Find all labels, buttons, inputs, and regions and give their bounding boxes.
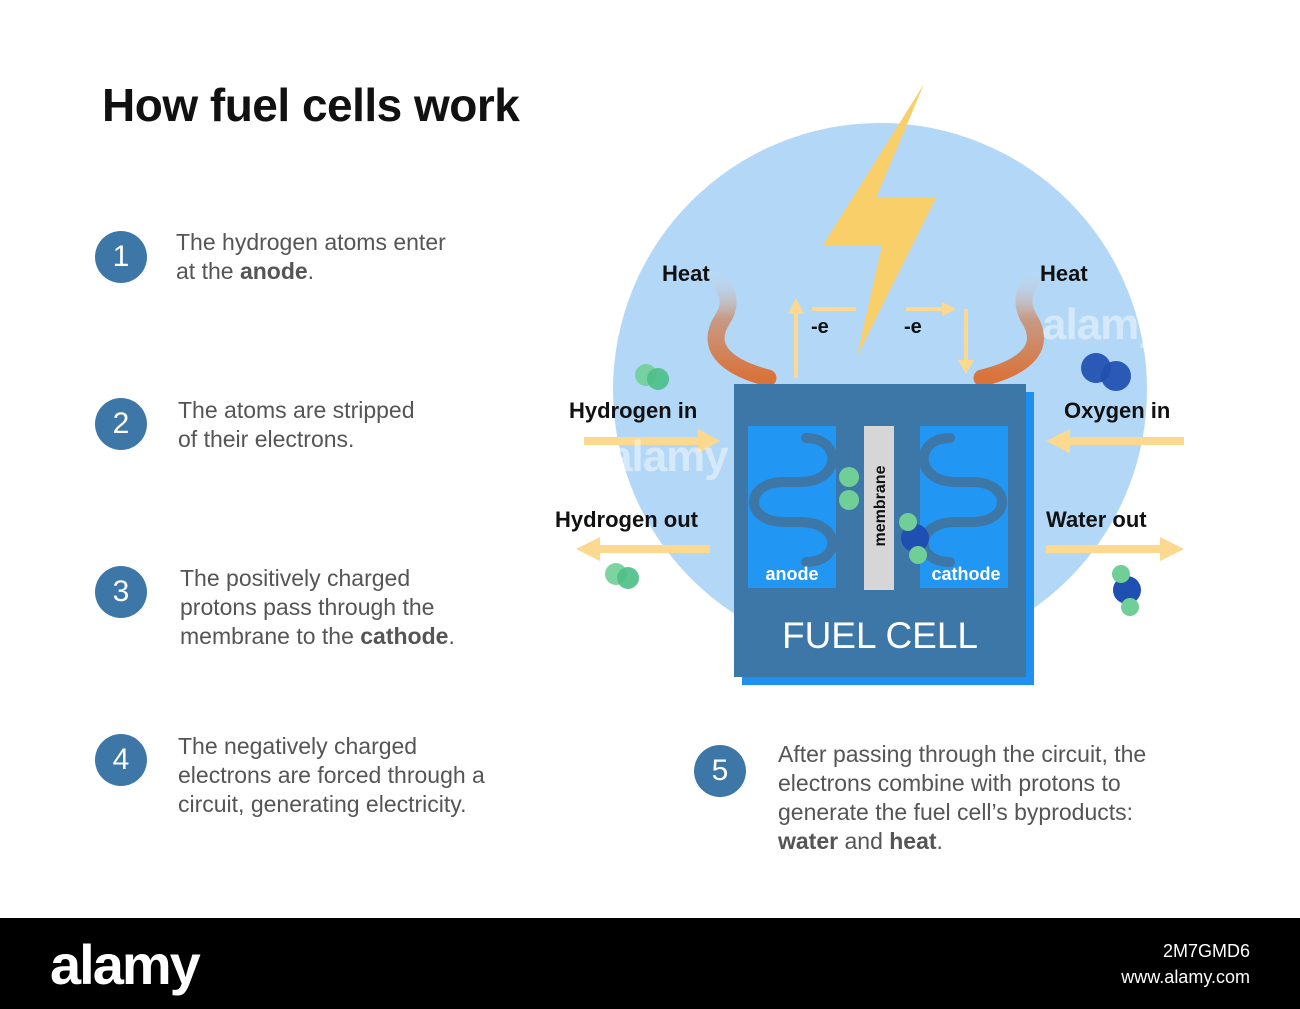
hydrogen-in-arrow-icon (584, 429, 720, 453)
step-2-badge: 2 (95, 398, 147, 450)
hydrogen-molecule-icon (635, 364, 669, 390)
step-4-line: circuit, generating electricity. (178, 791, 467, 817)
watermark: alamy (608, 432, 729, 481)
brand-logo: alamy (50, 933, 201, 996)
image-info: 2M7GMD6 www.alamy.com (1121, 938, 1250, 990)
step-1-text: The hydrogen atoms enter at the anode. (176, 228, 576, 286)
step-1-bold: anode (239, 258, 308, 284)
infographic: How fuel cells work 1 The hydrogen atoms… (95, 79, 1218, 856)
heat-right-icon (973, 261, 1045, 387)
hydrogen-out-label: Hydrogen out (555, 507, 699, 532)
step-3-period: . (448, 623, 455, 649)
lightning-bolt-icon (823, 84, 936, 356)
water-out-label: Water out (1046, 507, 1147, 532)
oxygen-in-arrow-icon (1046, 429, 1184, 453)
step-2-line: of their electrons. (178, 426, 355, 452)
step-1-line: The hydrogen atoms enter (176, 229, 446, 255)
step-3-line: protons pass through the (180, 594, 435, 620)
water-out-arrow-icon (1046, 537, 1184, 561)
footer-bar: alamy 2M7GMD6 www.alamy.com (0, 918, 1300, 1009)
electron-left-label: -e (811, 316, 829, 338)
electron-right-label: -e (904, 316, 922, 338)
step-5-line: After passing through the circuit, the (778, 741, 1147, 767)
step-3-text: The positively charged protons pass thro… (180, 564, 580, 651)
hydrogen-in-label: Hydrogen in (569, 398, 697, 423)
step-4-line: electrons are forced through a (178, 762, 485, 788)
step-2-line: The atoms are stripped (178, 397, 415, 423)
hydrogen-molecule-out-icon (605, 563, 639, 589)
step-3-line: membrane to the (180, 623, 361, 649)
page-title: How fuel cells work (102, 79, 520, 131)
membrane-strip (864, 426, 894, 590)
step-4-badge: 4 (95, 734, 147, 786)
heat-left-label: Heat (662, 261, 710, 286)
electron-arrow-down-icon (906, 302, 974, 374)
step-5-connector: and (838, 828, 890, 854)
step-4-line: The negatively charged (178, 733, 418, 759)
watermark: alamy (1042, 300, 1163, 349)
step-5-line: generate the fuel cell’s byproducts: (778, 799, 1134, 825)
cathode-label: cathode (931, 564, 1000, 584)
anode-channel (749, 433, 838, 567)
step-1-line: at the (176, 258, 240, 284)
heat-left-icon (705, 261, 777, 387)
step-5-bold-water: water (778, 828, 839, 854)
step-3-badge: 3 (95, 566, 147, 618)
step-3-bold: cathode (360, 623, 449, 649)
step-1-badge: 1 (95, 231, 147, 283)
fuel-cell-diagram: Heat Heat -e -e Hydrogen in Oxygen in Hy… (555, 84, 1184, 685)
water-molecule-out-icon (1112, 565, 1141, 616)
step-1-period: . (307, 258, 315, 284)
step-5-bold-heat: heat (889, 828, 937, 854)
step-4-text: The negatively charged electrons are for… (178, 732, 578, 819)
proton-icon (839, 467, 859, 510)
oxygen-molecule-icon (1081, 353, 1131, 391)
image-id: 2M7GMD6 (1162, 941, 1250, 961)
step-3-line: The positively charged (180, 565, 411, 591)
hydrogen-out-arrow-icon (576, 537, 710, 561)
water-molecule-cell-icon (899, 513, 929, 564)
heat-right-label: Heat (1040, 261, 1088, 286)
step-5-line: electrons combine with protons to (778, 770, 1121, 796)
step-5-text: After passing through the circuit, the e… (778, 740, 1218, 856)
step-5-badge: 5 (694, 745, 746, 797)
oxygen-in-label: Oxygen in (1064, 398, 1170, 423)
electron-arrow-up-icon (788, 298, 856, 378)
site-url: www.alamy.com (1121, 967, 1250, 987)
anode-label: anode (765, 564, 818, 584)
step-2-text: The atoms are stripped of their electron… (178, 396, 578, 454)
fuel-cell-label: FUEL CELL (782, 615, 978, 656)
step-5-period: . (936, 828, 943, 854)
membrane-label: membrane (872, 465, 889, 546)
